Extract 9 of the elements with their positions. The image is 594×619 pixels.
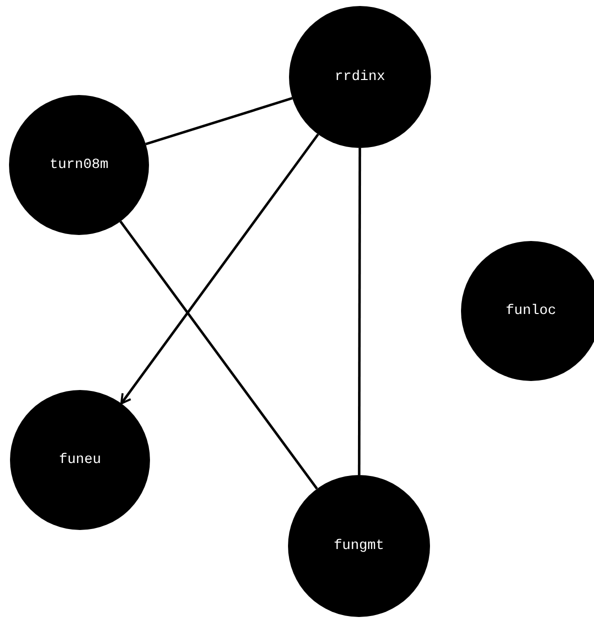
node-label: rrdinx bbox=[334, 68, 386, 86]
node-label: funloc bbox=[506, 302, 556, 320]
arrow bbox=[120, 134, 320, 404]
node-label: turn08m bbox=[50, 156, 108, 174]
node-label: fungmt bbox=[334, 536, 384, 556]
connector-line bbox=[145, 97, 293, 146]
node-label: funeu bbox=[58, 450, 101, 470]
connector-line bbox=[358, 148, 362, 475]
connector-line bbox=[119, 220, 318, 490]
